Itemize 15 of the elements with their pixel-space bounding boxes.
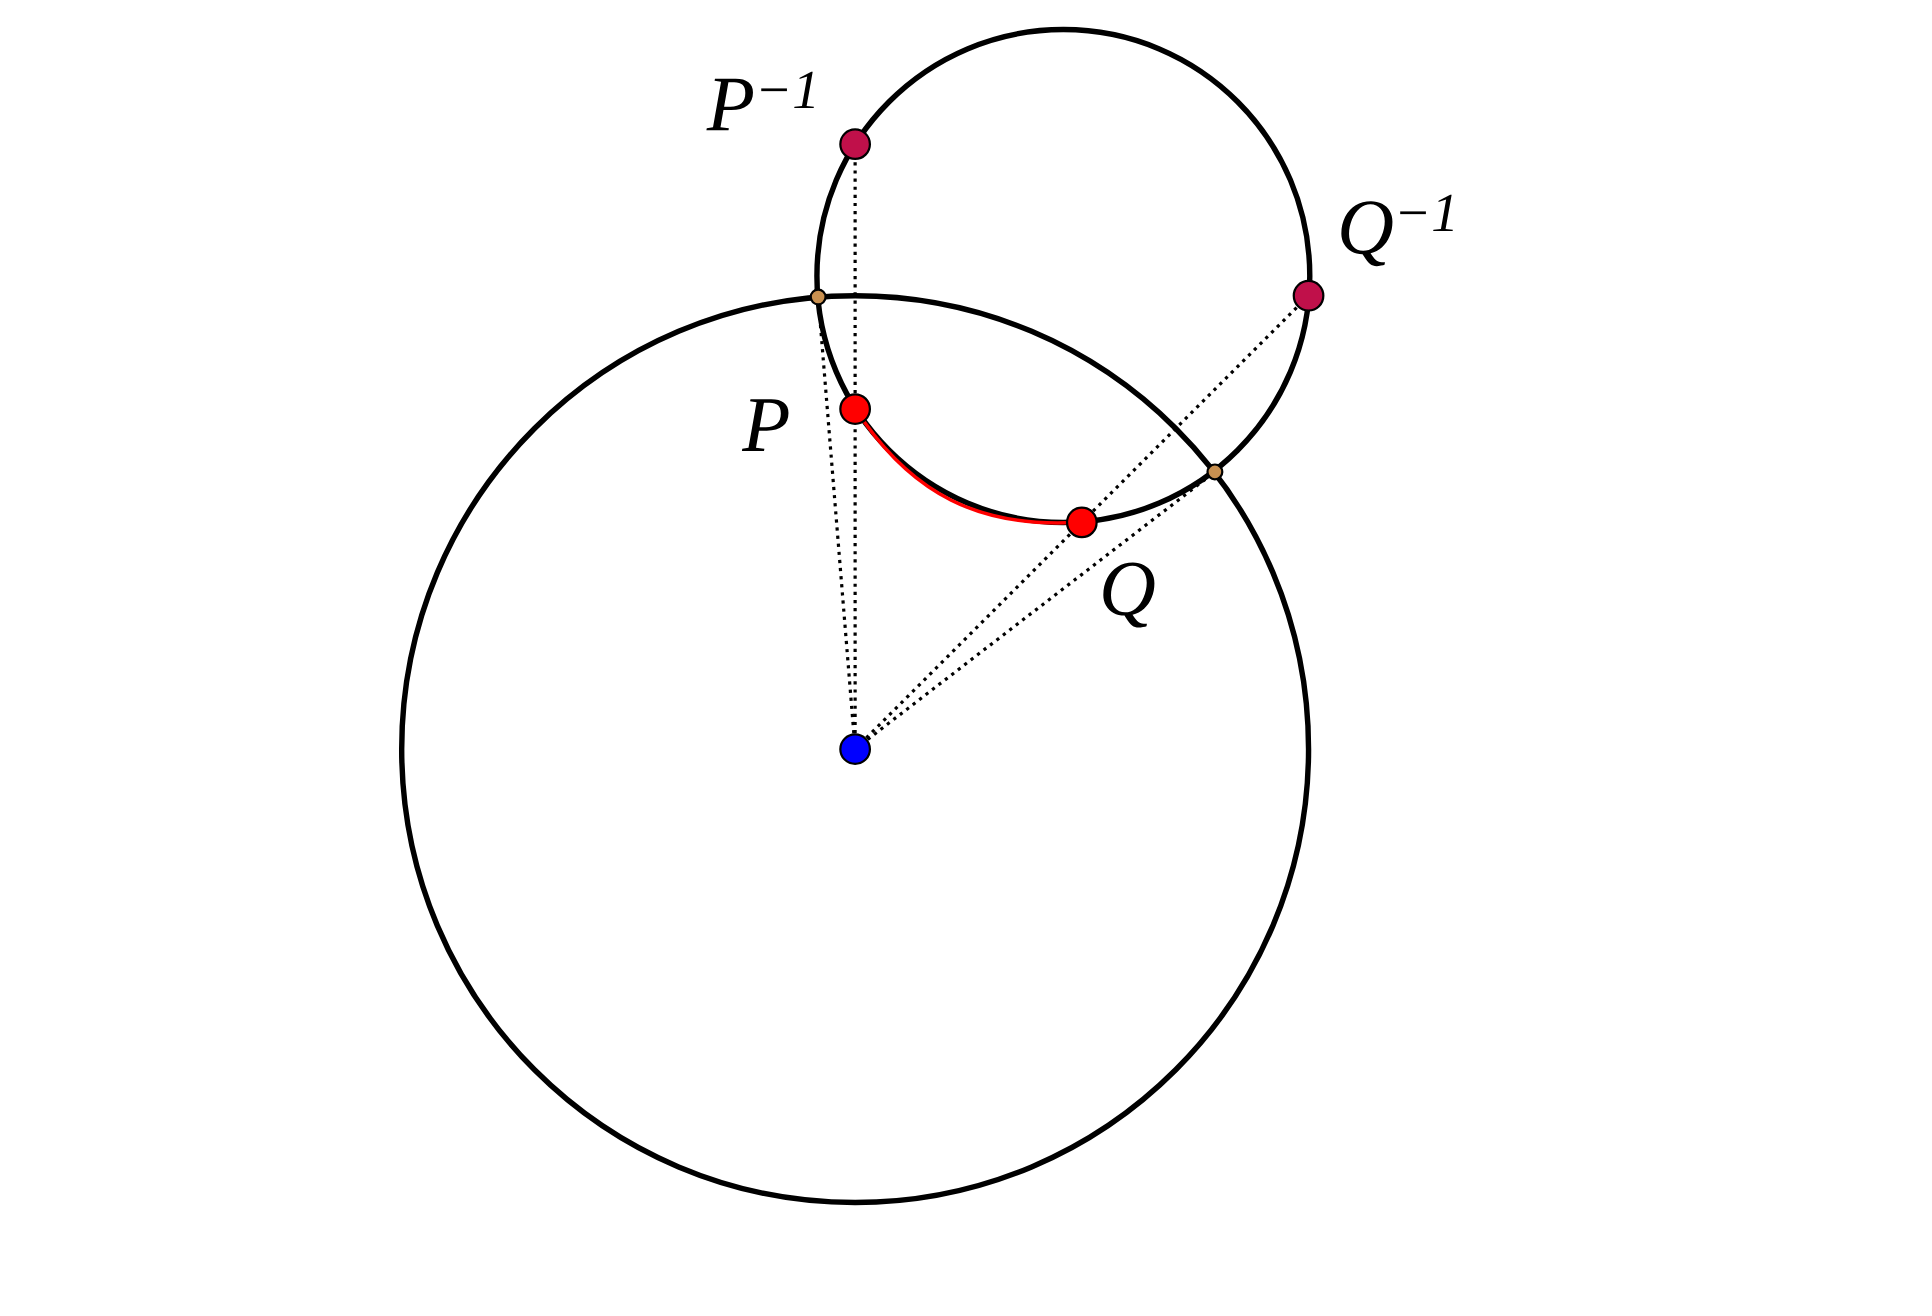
point-marker: [1206, 463, 1224, 481]
point-label: Q: [1103, 562, 1155, 628]
point-marker: [809, 288, 827, 306]
point-label: P: [741, 399, 789, 451]
point-marker: [839, 733, 871, 766]
arc: [862, 421, 1066, 525]
dotted-line: [865, 532, 1072, 740]
point-marker: [1292, 279, 1325, 312]
point-marker: [839, 393, 871, 425]
point-marker: [839, 128, 871, 161]
point-label: P$^{−1}$: [706, 71, 814, 131]
point-label: Q$^{−1}$: [1341, 194, 1453, 267]
dotted-line: [853, 160, 857, 394]
dotted-line: [1091, 305, 1299, 513]
point-marker: [1065, 506, 1098, 539]
